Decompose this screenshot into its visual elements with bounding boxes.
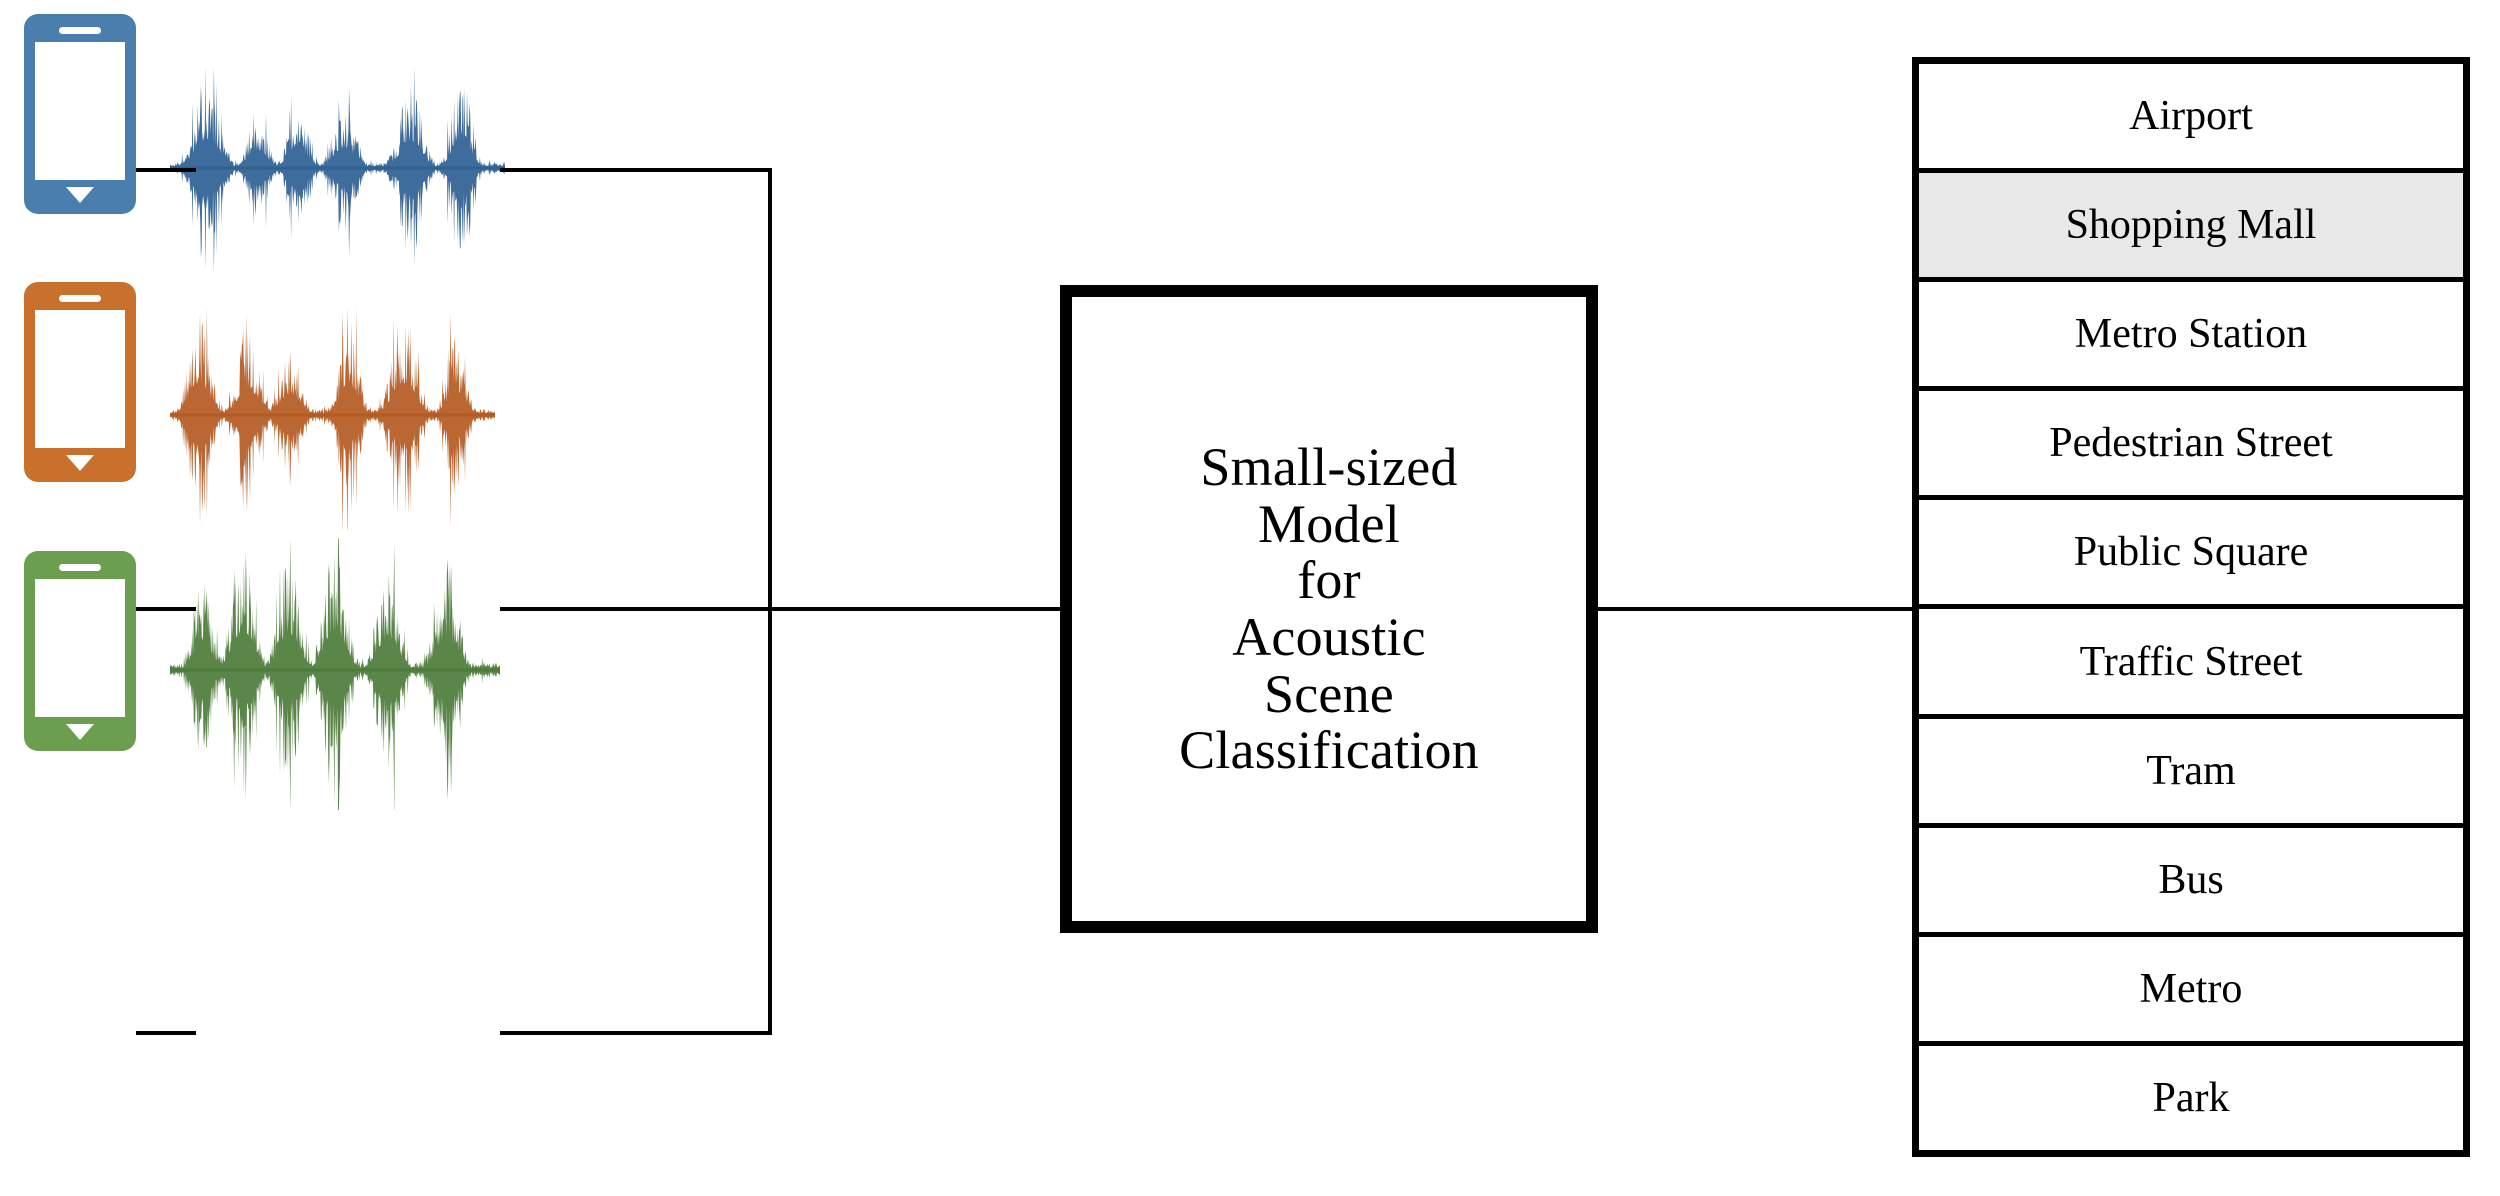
label-row[interactable]: Tram (1919, 718, 2463, 828)
model-box-label: Small-sized Model for Acoustic Scene Cla… (1179, 436, 1479, 781)
phone-home-button (66, 455, 94, 471)
label-row-text: Shopping Mall (2065, 202, 2317, 249)
connector-model-to-labels (1592, 607, 1916, 611)
audio-waveform-blue (170, 60, 505, 276)
connector-phone-blue-to-waveform (136, 168, 196, 172)
phone-screen (35, 42, 125, 180)
phone-home-button (66, 187, 94, 203)
label-row-text: Metro Station (2074, 311, 2308, 358)
connector-waveform-green-to-bus (500, 1031, 772, 1035)
phone-speaker-slot (59, 27, 101, 34)
label-row-text: Public Square (2073, 529, 2309, 576)
smartphone-icon-blue (24, 14, 136, 214)
connector-phone-orange-to-waveform (136, 607, 196, 611)
smartphone-icon-green (24, 551, 136, 751)
label-row[interactable]: Shopping Mall (1919, 173, 2463, 283)
phone-screen (35, 310, 125, 448)
phone-home-button (66, 724, 94, 740)
phone-speaker-slot (59, 295, 101, 302)
label-row-text: Bus (2158, 856, 2224, 903)
label-row-text: Traffic Street (2079, 638, 2303, 685)
label-row[interactable]: Airport (1919, 64, 2463, 174)
label-row[interactable]: Metro (1919, 936, 2463, 1046)
audio-waveform-green (170, 530, 500, 810)
connector-merge-bus (768, 168, 772, 1035)
label-row-text: Airport (2129, 93, 2253, 140)
connector-phone-green-to-waveform (136, 1031, 196, 1035)
label-row[interactable]: Park (1919, 1045, 2463, 1150)
label-row[interactable]: Metro Station (1919, 282, 2463, 392)
label-row[interactable]: Public Square (1919, 500, 2463, 610)
connector-waveform-blue-to-bus (500, 168, 772, 172)
label-row[interactable]: Bus (1919, 827, 2463, 937)
label-row-text: Pedestrian Street (2049, 420, 2333, 467)
label-row-text: Metro (2139, 965, 2243, 1012)
label-row-text: Tram (2146, 747, 2236, 794)
label-row-text: Park (2152, 1074, 2230, 1121)
audio-waveform-orange (170, 300, 495, 530)
model-box: Small-sized Model for Acoustic Scene Cla… (1060, 285, 1598, 933)
connector-waveform-orange-to-bus (500, 607, 772, 611)
label-row[interactable]: Traffic Street (1919, 609, 2463, 719)
phone-speaker-slot (59, 564, 101, 571)
smartphone-icon-orange (24, 282, 136, 482)
connector-bus-to-model (768, 607, 1064, 611)
label-row[interactable]: Pedestrian Street (1919, 391, 2463, 501)
phone-screen (35, 579, 125, 717)
